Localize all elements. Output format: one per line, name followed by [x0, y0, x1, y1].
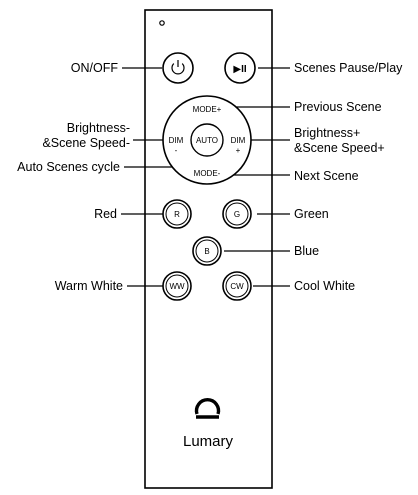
dim-plus-button[interactable]: DIM + [231, 136, 246, 155]
cool-white-button-label: CW [230, 282, 244, 291]
dim-minus-sign: - [175, 146, 178, 155]
power-icon [171, 63, 185, 75]
brand-name: Lumary [183, 433, 234, 450]
label-previous-scene: Previous Scene [294, 100, 382, 114]
lumary-logo: Lumary [183, 398, 234, 450]
warm-white-button-label: WW [169, 282, 185, 291]
warm-white-button-inner [165, 274, 189, 298]
label-scenes-pause-play: Scenes Pause/Play [294, 61, 403, 75]
label-on-off: ON/OFF [71, 61, 119, 75]
label-brightness-minus: Brightness- [67, 121, 130, 135]
auto-button-label: AUTO [196, 136, 218, 145]
cool-white-button-outer [222, 271, 252, 301]
mode-plus-button[interactable]: MODE+ [193, 105, 222, 114]
blue-button-label: B [204, 247, 209, 256]
label-red: Red [94, 207, 117, 221]
blue-button-inner [195, 239, 219, 263]
label-auto-scenes-cycle: Auto Scenes cycle [17, 160, 120, 174]
label-cool-white: Cool White [294, 279, 355, 293]
lumary-logo-icon [194, 398, 221, 415]
direction-pad: MODE+ MODE- DIM - DIM + AUTO [162, 95, 252, 185]
warm-white-button[interactable]: WW [162, 271, 192, 301]
label-next-scene: Next Scene [294, 169, 359, 183]
label-blue: Blue [294, 244, 319, 258]
red-button-label: R [174, 210, 180, 219]
warm-white-button-outer [162, 271, 192, 301]
blue-button-outer [192, 236, 222, 266]
red-button[interactable]: R [162, 199, 192, 229]
cool-white-button-inner [225, 274, 249, 298]
play-pause-button-ring [224, 52, 256, 84]
ir-indicator-icon [159, 20, 165, 26]
play-pause-button[interactable]: ▶II [224, 52, 256, 84]
dim-minus-button[interactable]: DIM - [169, 136, 184, 155]
green-button-label: G [234, 210, 240, 219]
dim-plus-label: DIM [231, 136, 246, 145]
auto-button-ring [190, 123, 224, 157]
power-button-ring [162, 52, 194, 84]
green-button[interactable]: G [222, 199, 252, 229]
mode-minus-button[interactable]: MODE- [194, 169, 221, 178]
dim-minus-label: DIM [169, 136, 184, 145]
label-green: Green [294, 207, 329, 221]
label-brightness-plus: Brightness+ [294, 126, 360, 140]
label-warm-white: Warm White [55, 279, 123, 293]
cool-white-button[interactable]: CW [222, 271, 252, 301]
green-button-inner [225, 202, 249, 226]
auto-button[interactable]: AUTO [190, 123, 224, 157]
label-scene-speed-minus: &Scene Speed- [42, 136, 130, 150]
red-button-inner [165, 202, 189, 226]
red-button-outer [162, 199, 192, 229]
callout-labels: ON/OFF Scenes Pause/Play Previous Scene … [17, 61, 403, 293]
green-button-outer [222, 199, 252, 229]
label-scene-speed-plus: &Scene Speed+ [294, 141, 385, 155]
dim-plus-sign: + [236, 146, 241, 155]
blue-button[interactable]: B [192, 236, 222, 266]
play-pause-icon: ▶II [233, 64, 246, 75]
power-button[interactable] [162, 52, 194, 84]
